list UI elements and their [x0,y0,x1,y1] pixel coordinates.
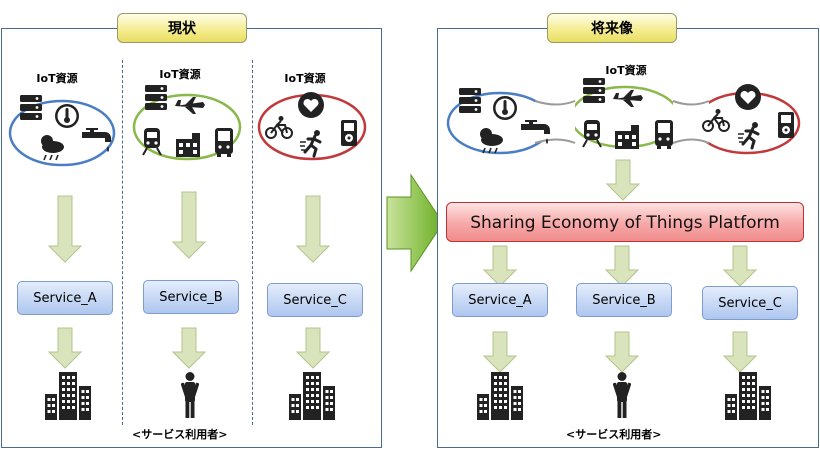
down-arrow [483,331,517,373]
service-b-box: Service_B [143,280,239,314]
iot-resources-label: IoT資源 [159,68,201,81]
office-building-icon [45,372,91,420]
office-building-icon [725,372,771,420]
down-arrow [483,245,517,287]
down-arrow [605,245,639,287]
service-b-box: Service_B [576,283,672,317]
future-state-tab: 将来像 [547,13,677,43]
service-a-box: Service_A [17,281,113,315]
down-arrow [172,327,206,369]
column-divider [252,60,253,425]
service-a-box: Service_A [452,283,548,317]
down-arrow [48,195,82,263]
down-arrow [172,191,206,259]
down-arrow [48,327,82,369]
transition-arrow [386,173,444,273]
office-building-icon [477,372,523,420]
iot-resources-label: IoT資源 [605,64,647,77]
current-iot-groups [8,85,367,167]
platform-box: Sharing Economy of Things Platform [446,202,804,242]
iot-group-green [132,93,242,161]
down-arrow [606,159,640,201]
down-arrow [723,245,757,287]
future-iot-groups [446,78,801,155]
down-arrow [296,327,330,369]
person-icon [180,372,200,418]
down-arrow [605,331,639,373]
service-users-label: <サービス利用者> [566,428,662,441]
iot-resources-label: IoT資源 [284,72,326,85]
office-building-icon [289,372,335,420]
down-arrow [296,195,330,263]
service-c-box: Service_C [267,283,363,317]
person-icon [612,372,632,418]
down-arrow [723,331,757,373]
current-flow-arrows [45,191,335,420]
column-divider [122,60,123,425]
current-state-tab: 現状 [117,13,247,43]
service-users-label: <サービス利用者> [132,428,228,441]
service-c-box: Service_C [702,286,798,320]
iot-resources-label: IoT資源 [36,72,78,85]
